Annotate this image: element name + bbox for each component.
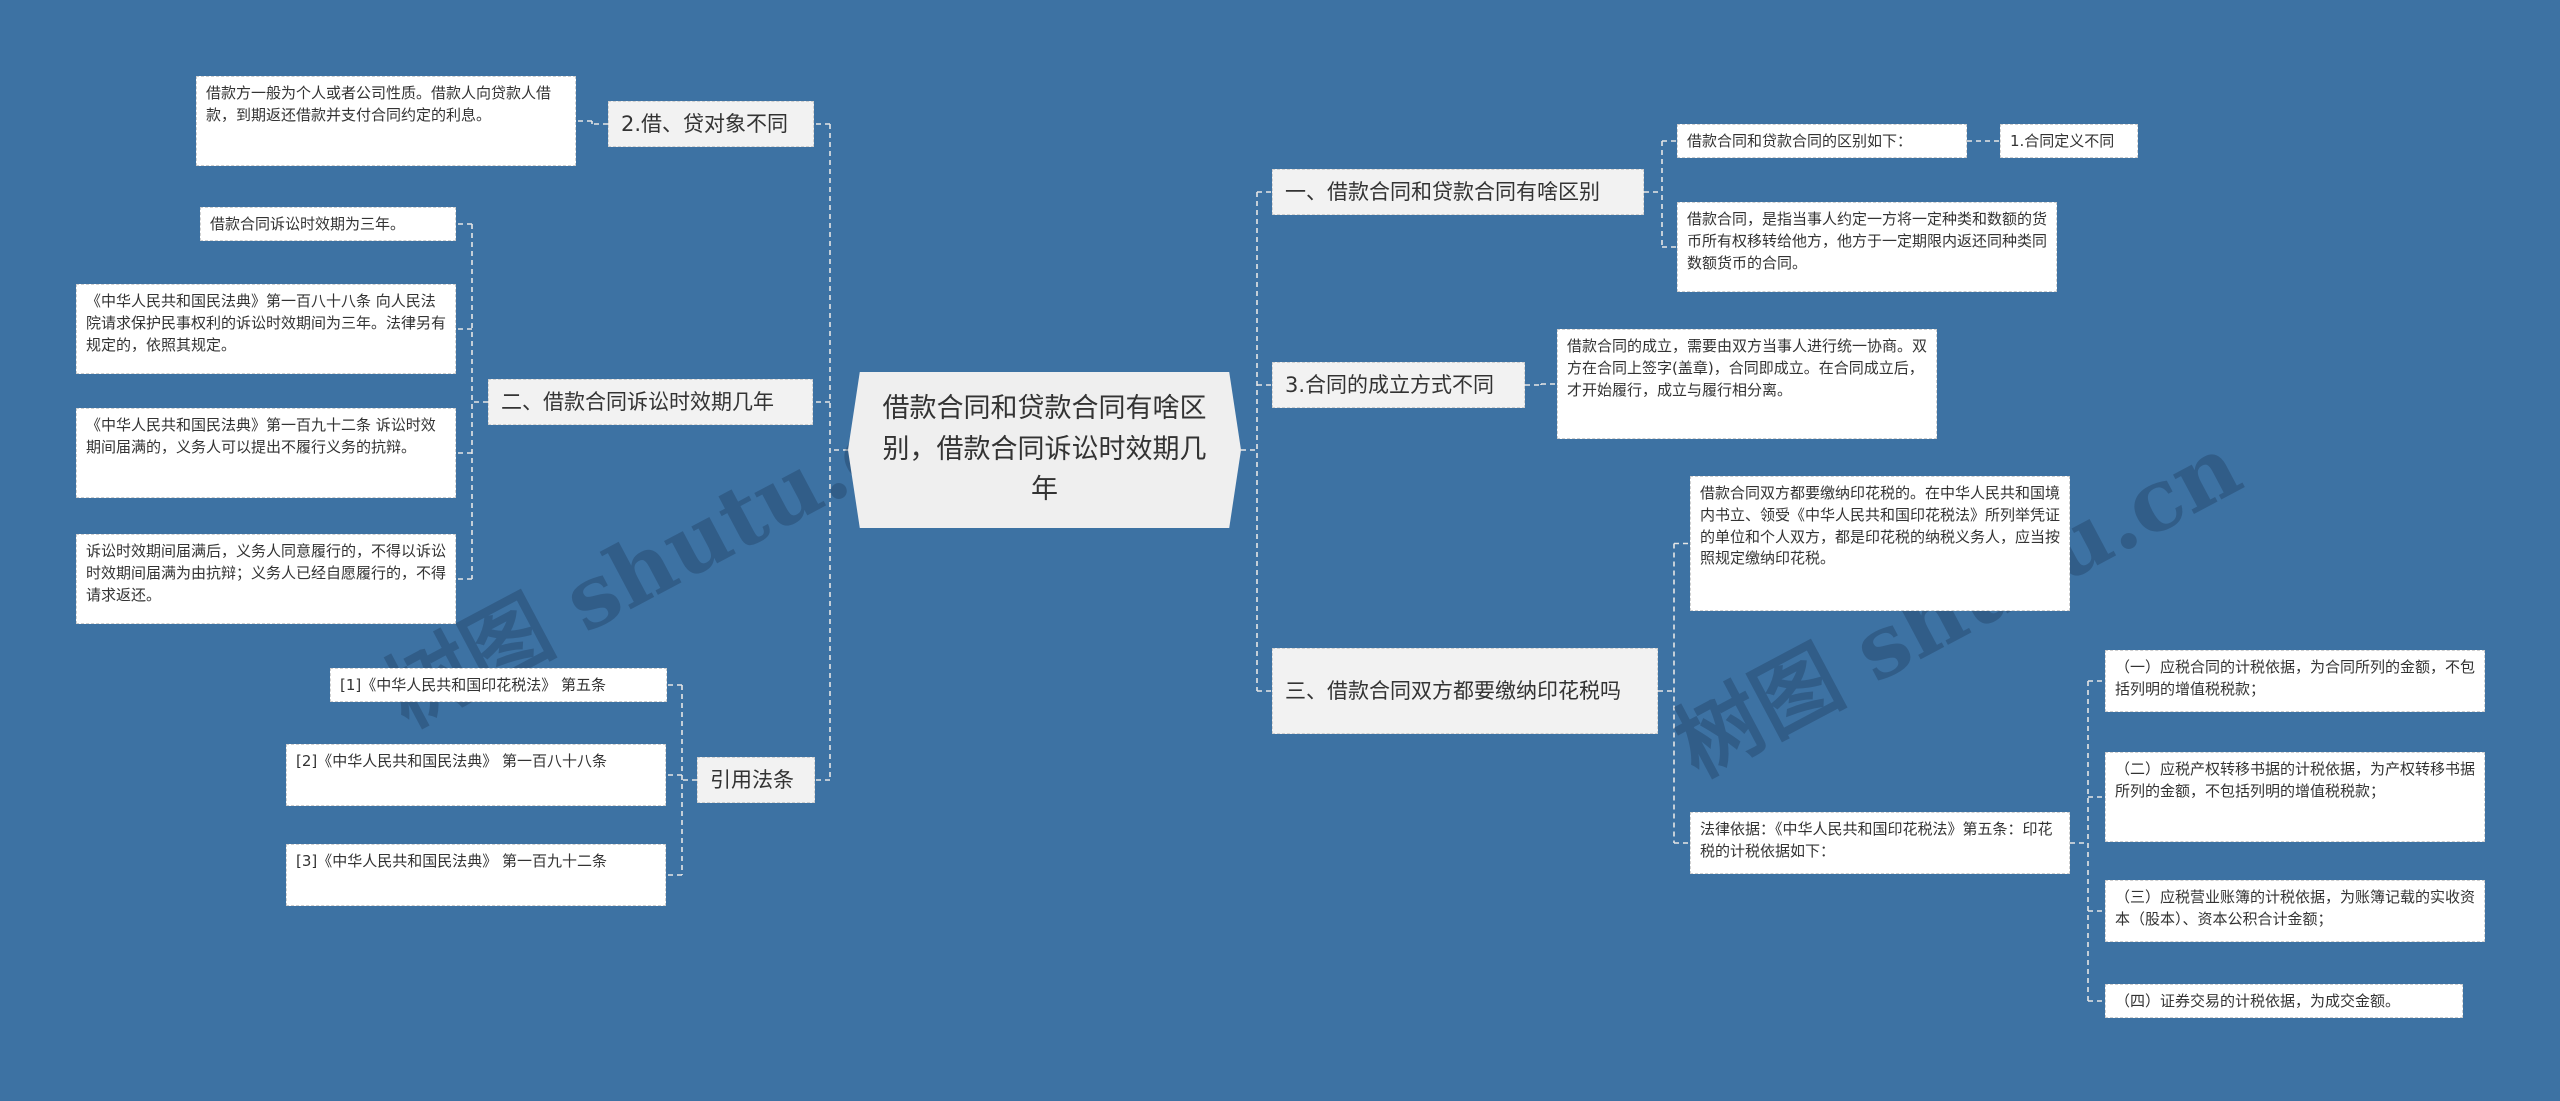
leaf-legal-basis: 法律依据：《中华人民共和国印花税法》第五条：印花税的计税依据如下：	[1690, 812, 2070, 874]
topic-citations[interactable]: 引用法条	[697, 757, 815, 803]
topic-difference[interactable]: 一、借款合同和贷款合同有啥区别	[1272, 169, 1644, 215]
topic-loan-objects[interactable]: 2.借、贷对象不同	[608, 101, 814, 147]
topic-limitation-period[interactable]: 二、借款合同诉讼时效期几年	[488, 379, 813, 425]
leaf-definition-differs: 1.合同定义不同	[2000, 124, 2138, 158]
formation-connector	[1525, 383, 1557, 386]
tax-basis-item-2: （二）应税产权转移书据的计税依据，为产权转移书据所列的金额，不包括列明的增值税税…	[2105, 752, 2485, 842]
topic-formation[interactable]: 3.合同的成立方式不同	[1272, 362, 1525, 408]
limitation-connector	[456, 223, 488, 580]
tax-basis-item-3: （三）应税营业账簿的计税依据，为账簿记载的实收资本（股本）、资本公积合计金额；	[2105, 880, 2485, 942]
central-topic[interactable]: 借款合同和贷款合同有啥区别，借款合同诉讼时效期几年	[848, 372, 1241, 528]
citation-civil-code-192[interactable]: [3]《中华人民共和国民法典》 第一百九十二条	[286, 844, 666, 906]
leaf-loan-objects-desc: 借款方一般为个人或者公司性质。借款人向贷款人借款，到期返还借款并支付合同约定的利…	[196, 76, 576, 166]
leaf-civil-code-192: 《中华人民共和国民法典》第一百九十二条 诉讼时效期间届满的，义务人可以提出不履行…	[76, 408, 456, 498]
stamp-tax-connector	[1658, 542, 1690, 844]
citation-stamp-tax-law-5[interactable]: [1]《中华人民共和国印花税法》 第五条	[330, 668, 667, 702]
leaf-limitation-expired: 诉讼时效期间届满后，义务人同意履行的，不得以诉讼时效期间届满为由抗辩；义务人已经…	[76, 534, 456, 624]
leaf-loan-contract-definition: 借款合同，是指当事人约定一方将一定种类和数额的货币所有权移转给他方，他方于一定期…	[1677, 202, 2057, 292]
legal-basis-connector	[2070, 680, 2105, 1002]
citation-civil-code-188[interactable]: [2]《中华人民共和国民法典》 第一百八十八条	[286, 744, 666, 806]
central-right-connector	[1241, 191, 1272, 692]
leaf-stamp-tax-intro: 借款合同双方都要缴纳印花税的。在中华人民共和国境内书立、领受《中华人民共和国印花…	[1690, 476, 2070, 611]
leaf-limitation-three-years: 借款合同诉讼时效期为三年。	[200, 207, 456, 241]
central-left-connector	[813, 123, 848, 781]
loan-objects-connector	[576, 120, 608, 125]
central-topic-label: 借款合同和贷款合同有啥区别，借款合同诉讼时效期几年	[882, 393, 1207, 506]
tax-basis-item-4: （四）证券交易的计税依据，为成交金额。	[2105, 984, 2463, 1018]
difference-connector	[1644, 140, 1677, 248]
leaf-civil-code-188: 《中华人民共和国民法典》第一百八十八条 向人民法院请求保护民事权利的诉讼时效期间…	[76, 284, 456, 374]
leaf-difference-intro: 借款合同和贷款合同的区别如下：	[1677, 124, 1967, 158]
leaf-formation-desc: 借款合同的成立，需要由双方当事人进行统一协商。双方在合同上签字(盖章)，合同即成…	[1557, 329, 1937, 439]
tax-basis-item-1: （一）应税合同的计税依据，为合同所列的金额，不包括列明的增值税税款；	[2105, 650, 2485, 712]
citations-connector	[666, 684, 697, 876]
topic-stamp-tax[interactable]: 三、借款合同双方都要缴纳印花税吗	[1272, 648, 1658, 734]
